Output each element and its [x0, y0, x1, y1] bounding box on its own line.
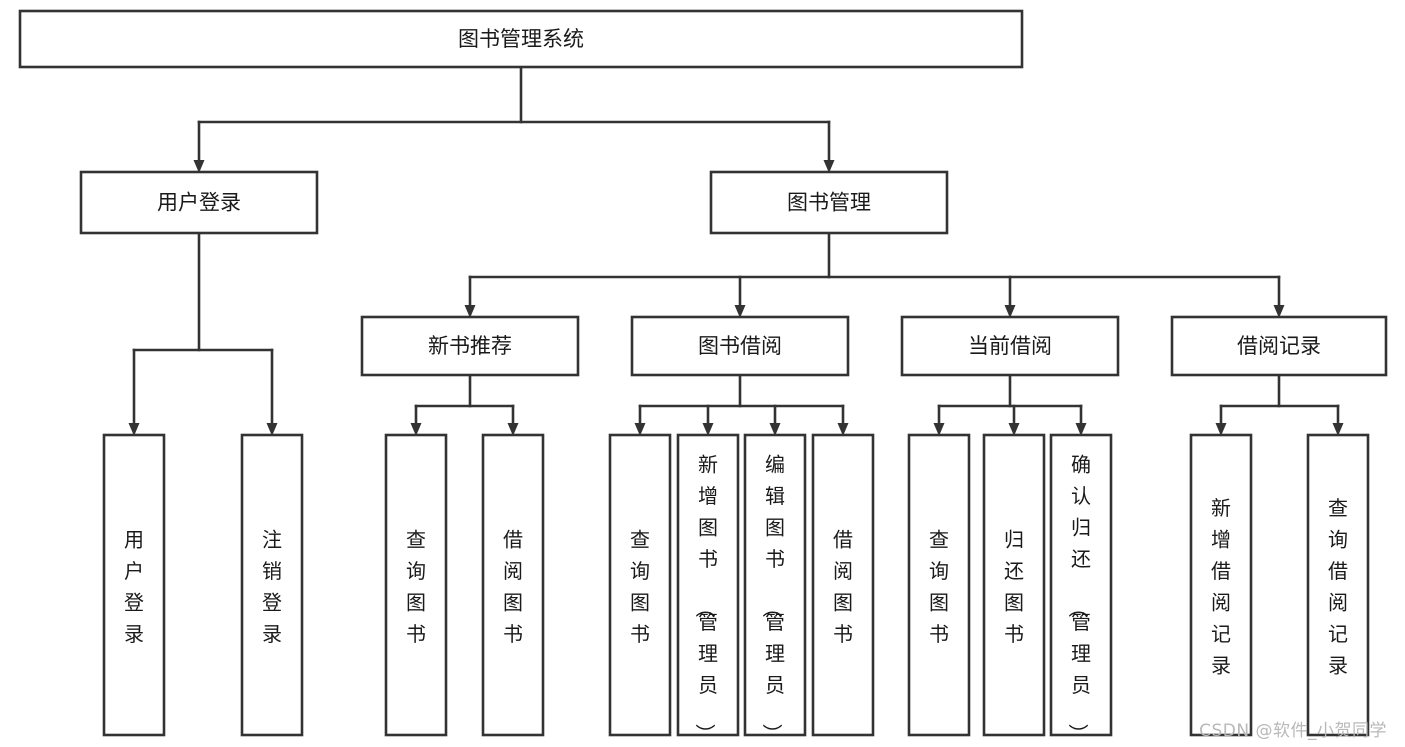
node-label-book-borrow: 图书借阅 [698, 334, 782, 358]
node-label-leaf-borrow-book-1: 借阅图书 [503, 528, 523, 647]
node-label-book-manage: 图书管理 [787, 191, 871, 215]
arrow-head [410, 423, 422, 436]
node-borrow-record[interactable]: 借阅记录 [1170, 315, 1388, 377]
node-box-root [18, 9, 1024, 69]
node-box-leaf-edit-book [743, 433, 807, 737]
node-label-user-login: 用户登录 [157, 191, 241, 215]
node-leaf-borrow-book-1[interactable]: 借阅图书 [481, 433, 545, 737]
node-label-leaf-query-book-3: 查询图书 [929, 528, 949, 647]
node-box-leaf-borrow-book-1 [481, 433, 545, 737]
node-box-leaf-add-book [676, 433, 740, 737]
node-label-leaf-user-login: 用户登录 [124, 528, 144, 647]
node-leaf-query-record[interactable]: 查询借阅记录 [1306, 433, 1370, 737]
arrow-head [1004, 305, 1016, 318]
node-leaf-query-book-2[interactable]: 查询图书 [608, 433, 672, 737]
node-label-current-borrow: 当前借阅 [968, 334, 1052, 358]
node-label-leaf-user-logout: 注销登录 [262, 528, 282, 647]
node-label-leaf-query-record: 查询借阅记录 [1328, 496, 1348, 678]
arrow-head [1008, 423, 1020, 436]
connector-new-book-rec [410, 373, 519, 436]
node-box-leaf-confirm-return [1049, 433, 1113, 737]
arrow-head [128, 423, 140, 436]
node-leaf-query-book-3[interactable]: 查询图书 [907, 433, 971, 737]
node-box-leaf-query-record [1306, 433, 1370, 737]
node-label-leaf-add-book: 新增图书（管理员） [693, 453, 718, 744]
node-label-leaf-return-book: 归还图书 [1004, 528, 1024, 647]
node-label-root: 图书管理系统 [458, 27, 584, 51]
node-box-book-borrow [630, 315, 850, 377]
node-leaf-borrow-book-2[interactable]: 借阅图书 [811, 433, 875, 737]
node-box-leaf-add-record [1189, 433, 1253, 737]
node-current-borrow[interactable]: 当前借阅 [900, 315, 1120, 377]
connector-book-borrow [634, 373, 849, 436]
arrow-head [1273, 305, 1285, 318]
connector-layer [128, 65, 1344, 436]
node-leaf-return-book[interactable]: 归还图书 [982, 433, 1046, 737]
node-box-leaf-query-book-3 [907, 433, 971, 737]
node-label-leaf-add-record: 新增借阅记录 [1211, 496, 1231, 678]
node-box-borrow-record [1170, 315, 1388, 377]
arrow-head [266, 423, 278, 436]
node-user-login[interactable]: 用户登录 [79, 170, 319, 235]
node-box-leaf-query-book-2 [608, 433, 672, 737]
arrow-head [837, 423, 849, 436]
node-box-user-login [79, 170, 319, 235]
arrow-head [734, 305, 746, 318]
connector-current-borrow [933, 373, 1087, 436]
node-book-manage[interactable]: 图书管理 [709, 170, 949, 235]
connector-borrow-record [1215, 373, 1344, 436]
watermark-text: CSDN @软件_小贺同学 [1199, 721, 1387, 741]
node-new-book-rec[interactable]: 新书推荐 [360, 315, 580, 377]
node-box-leaf-query-book-1 [384, 433, 448, 737]
node-layer: 图书管理系统用户登录图书管理新书推荐图书借阅当前借阅借阅记录用户登录注销登录查询… [18, 9, 1388, 744]
arrow-head [933, 423, 945, 436]
connector-user-login [128, 231, 278, 436]
arrow-head [464, 305, 476, 318]
node-leaf-query-book-1[interactable]: 查询图书 [384, 433, 448, 737]
node-label-leaf-confirm-return: 确认归还（管理员） [1066, 453, 1091, 744]
arrow-head [1215, 423, 1227, 436]
node-root[interactable]: 图书管理系统 [18, 9, 1024, 69]
node-box-leaf-user-logout [240, 433, 304, 737]
node-leaf-confirm-return[interactable]: 确认归还（管理员） [1049, 433, 1113, 744]
connector-book-manage [464, 231, 1285, 318]
arrow-head [823, 160, 835, 173]
node-leaf-add-record[interactable]: 新增借阅记录 [1189, 433, 1253, 737]
node-label-new-book-rec: 新书推荐 [428, 334, 512, 358]
node-label-leaf-borrow-book-2: 借阅图书 [833, 528, 853, 647]
arrow-head [193, 160, 205, 173]
node-box-leaf-user-login [102, 433, 166, 737]
node-box-book-manage [709, 170, 949, 235]
node-box-new-book-rec [360, 315, 580, 377]
node-label-leaf-query-book-2: 查询图书 [630, 528, 650, 647]
node-label-borrow-record: 借阅记录 [1237, 334, 1321, 358]
arrow-head [1075, 423, 1087, 436]
node-leaf-add-book[interactable]: 新增图书（管理员） [676, 433, 740, 744]
node-box-leaf-return-book [982, 433, 1046, 737]
arrow-head [634, 423, 646, 436]
arrow-head [702, 423, 714, 436]
node-box-current-borrow [900, 315, 1120, 377]
connector-root [193, 65, 835, 173]
node-box-leaf-borrow-book-2 [811, 433, 875, 737]
arrow-head [1332, 423, 1344, 436]
node-leaf-user-login[interactable]: 用户登录 [102, 433, 166, 737]
node-leaf-edit-book[interactable]: 编辑图书（管理员） [743, 433, 807, 744]
node-book-borrow[interactable]: 图书借阅 [630, 315, 850, 377]
arrow-head [769, 423, 781, 436]
arrow-head [507, 423, 519, 436]
node-label-leaf-edit-book: 编辑图书（管理员） [760, 453, 785, 744]
node-leaf-user-logout[interactable]: 注销登录 [240, 433, 304, 737]
node-label-leaf-query-book-1: 查询图书 [406, 528, 426, 647]
